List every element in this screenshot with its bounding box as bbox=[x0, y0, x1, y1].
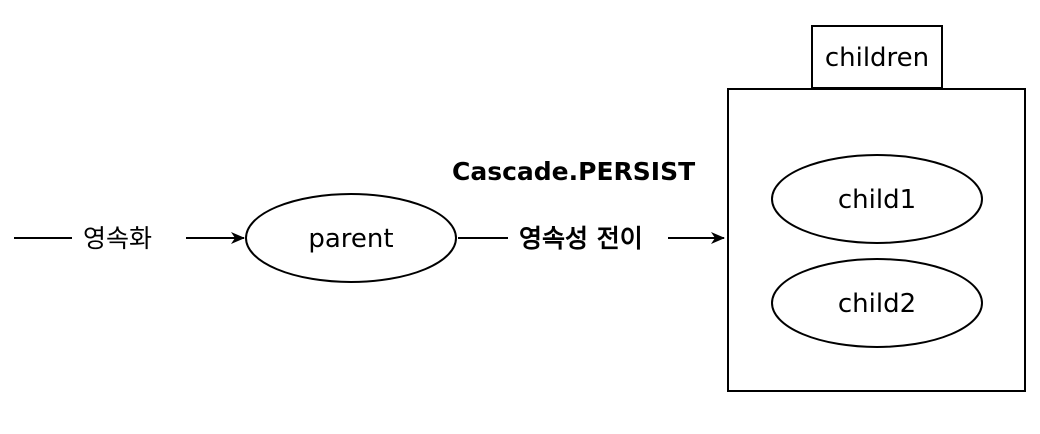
child1-node: child1 bbox=[771, 154, 983, 244]
parent-label: parent bbox=[308, 224, 393, 254]
children-box bbox=[727, 88, 1026, 392]
cascade-edge: Cascade.PERSIST 영속성 전이 bbox=[452, 157, 725, 253]
parent-ellipse bbox=[245, 193, 457, 283]
children-container: children child1 child2 bbox=[727, 25, 1026, 392]
child1-label: child1 bbox=[838, 185, 916, 215]
parent-node: parent bbox=[245, 193, 457, 283]
children-tab-label: children bbox=[825, 43, 929, 73]
child2-node: child2 bbox=[771, 258, 983, 348]
child2-ellipse bbox=[771, 258, 983, 348]
child1-ellipse bbox=[771, 154, 983, 244]
child2-label: child2 bbox=[838, 289, 916, 319]
cascade-type-label: Cascade.PERSIST bbox=[452, 157, 695, 186]
persist-label: 영속화 bbox=[83, 224, 152, 253]
cascade-label: 영속성 전이 bbox=[519, 224, 643, 253]
persist-edge: 영속화 bbox=[14, 224, 245, 253]
